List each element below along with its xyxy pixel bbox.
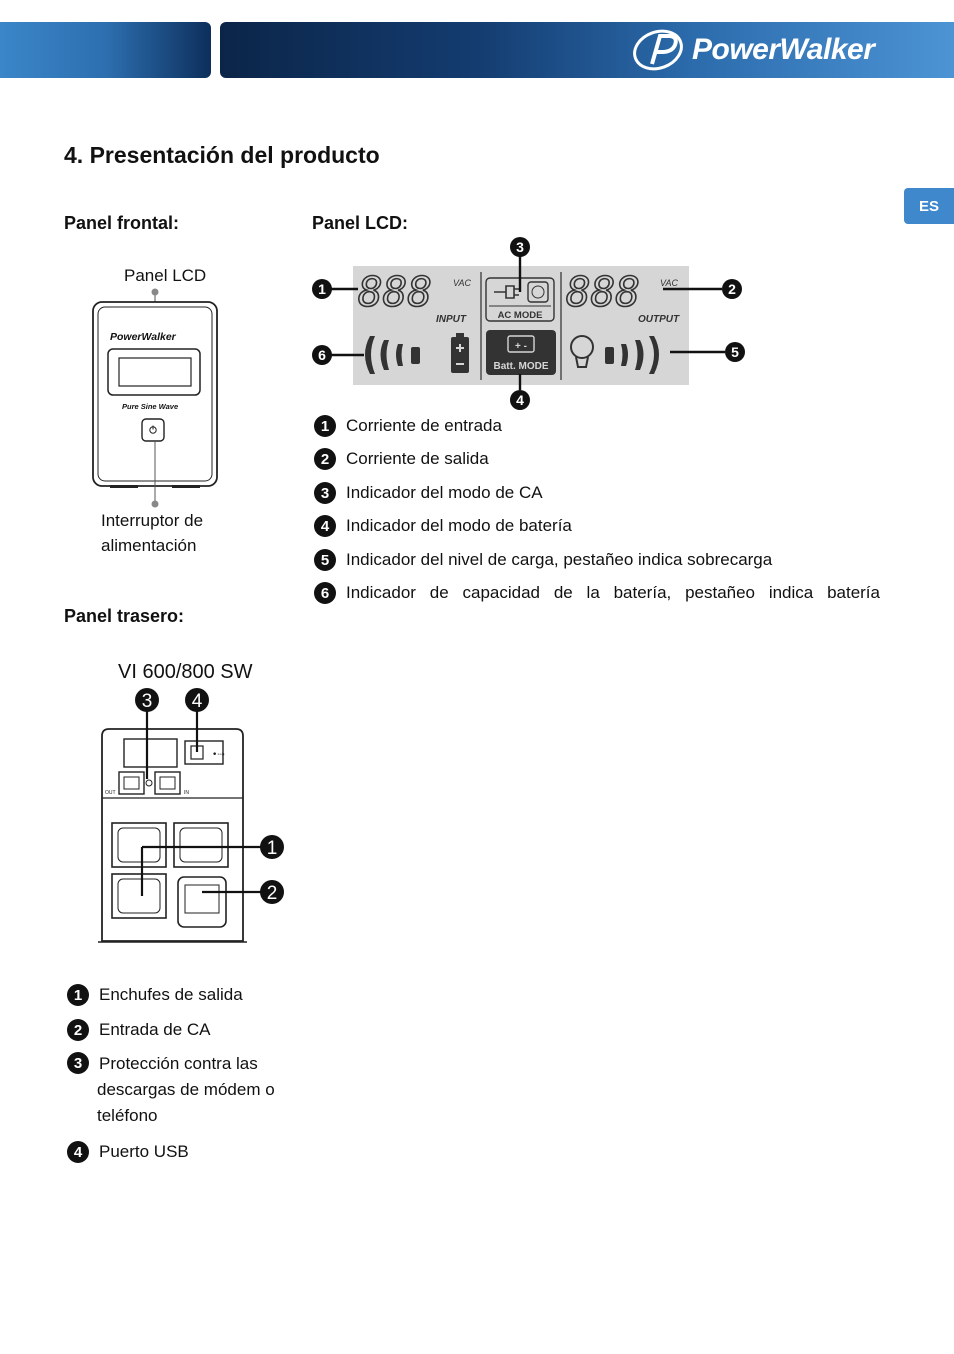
lcd-callout-4: 4: [510, 390, 530, 410]
rear-callout-3: 3: [135, 688, 159, 712]
rear-legend-1: 1 Enchufes de salida: [67, 984, 243, 1006]
lcd-legend-5: 5 Indicador del nivel de carga, pestañeo…: [314, 549, 772, 571]
legend-text: Indicador del nivel de carga, pestañeo i…: [346, 550, 773, 569]
svg-text:4: 4: [192, 691, 203, 712]
socket-icon: [527, 281, 549, 303]
rear-panel-heading: Panel trasero:: [64, 606, 185, 626]
svg-text:2: 2: [728, 281, 736, 297]
svg-text:•⇢: •⇢: [212, 750, 225, 760]
rear-callout-2: 2: [260, 880, 284, 904]
rear-callout-4: 4: [185, 688, 209, 712]
svg-text:1: 1: [267, 838, 278, 859]
lcd-legend-3: 3 Indicador del modo de CA: [314, 482, 543, 504]
input-label: INPUT: [436, 314, 467, 325]
svg-text:5: 5: [731, 344, 739, 360]
legend-text: Indicador del modo de CA: [346, 483, 543, 502]
legend-number: 6: [314, 582, 336, 604]
port-out-label: OUT: [105, 790, 116, 796]
lcd-legend-6: 6 Indicador de capacidad de la batería, …: [314, 582, 880, 604]
legend-text: Protección contra las descargas de módem…: [97, 1054, 275, 1125]
ac-mode-label: AC MODE: [498, 310, 543, 321]
rear-legend-4: 4 Puerto USB: [67, 1141, 189, 1163]
power-switch-label: Interruptor de alimentación: [101, 508, 203, 558]
svg-text:3: 3: [142, 691, 153, 712]
rear-callout-1: 1: [260, 835, 284, 859]
page-title: 4. Presentación del producto: [64, 142, 380, 168]
header-bar-left: [0, 22, 211, 78]
rear-legend-3: 3 Protección contra las descargas de mód…: [67, 1052, 275, 1129]
front-panel-figure: PowerWalker Pure Sine Wave: [92, 288, 218, 508]
load-level-bars: [605, 336, 659, 374]
language-tab[interactable]: ES: [904, 188, 954, 224]
svg-text:4: 4: [516, 392, 524, 408]
output-vac-unit: VAC: [660, 278, 679, 288]
legend-text: Puerto USB: [99, 1142, 189, 1161]
lcd-callout-6: 6: [312, 345, 332, 365]
legend-number: 5: [314, 549, 336, 571]
power-switch-label-line1: Interruptor de: [101, 511, 204, 530]
input-digits: 888: [358, 268, 432, 316]
lcd-legend-2: 2 Corriente de salida: [314, 448, 489, 470]
legend-number: 3: [314, 482, 336, 504]
svg-text:+ -: + -: [515, 341, 527, 352]
ac-input-socket: [177, 876, 227, 928]
device-brand-text: PowerWalker: [110, 331, 177, 343]
legend-number: 2: [67, 1019, 89, 1041]
lcd-callout-5: 5: [725, 342, 745, 362]
batt-mode-label: Batt. MODE: [494, 361, 549, 372]
brand-logo: PowerWalker: [630, 26, 875, 74]
power-switch-label-line2: alimentación: [101, 536, 197, 555]
output-label: OUTPUT: [638, 314, 680, 325]
legend-number: 3: [67, 1052, 89, 1074]
rj-port-out: [118, 771, 145, 795]
header-bar-right: [220, 22, 954, 78]
lcd-callout-3: 3: [510, 237, 530, 257]
lcd-callout-2: 2: [722, 279, 742, 299]
device-subtitle-text: Pure Sine Wave: [122, 402, 178, 411]
input-vac-unit: VAC: [453, 278, 472, 288]
legend-number: 2: [314, 448, 336, 470]
legend-number: 4: [67, 1141, 89, 1163]
output-sockets: [111, 822, 229, 919]
svg-text:1: 1: [318, 281, 326, 297]
lcd-panel-heading: Panel LCD:: [312, 213, 409, 233]
legend-text: Indicador del modo de batería: [346, 516, 572, 535]
legend-number: 4: [314, 515, 336, 537]
battery-capacity-bars: [365, 336, 420, 374]
legend-text: Corriente de entrada: [346, 416, 502, 435]
svg-text:6: 6: [318, 347, 326, 363]
legend-number: 1: [67, 984, 89, 1006]
output-digits: 888: [566, 268, 640, 316]
legend-number: 1: [314, 415, 336, 437]
port-in-label: IN: [184, 790, 189, 796]
lcd-legend-1: 1 Corriente de entrada: [314, 415, 502, 437]
svg-text:3: 3: [516, 239, 524, 255]
front-panel-heading: Panel frontal:: [64, 213, 180, 233]
battery-icon: [451, 333, 469, 373]
lcd-legend-4: 4 Indicador del modo de batería: [314, 515, 572, 537]
brand-name: PowerWalker: [692, 33, 875, 66]
legend-text: Corriente de salida: [346, 449, 489, 468]
legend-text: Enchufes de salida: [99, 985, 243, 1004]
rear-panel-figure: •⇢ OUT IN 3 4 1 2: [98, 688, 284, 943]
rear-legend-2: 2 Entrada de CA: [67, 1019, 211, 1041]
lcd-callout-1: 1: [312, 279, 332, 299]
powerwalker-logo-icon: [633, 29, 683, 71]
legend-text: Indicador de capacidad de la batería, pe…: [346, 583, 880, 602]
legend-text: Entrada de CA: [99, 1020, 211, 1039]
rj-port-in: [154, 771, 181, 795]
bulb-icon: [570, 335, 594, 368]
plug-icon: [494, 285, 519, 299]
lcd-panel-label: Panel LCD: [124, 266, 207, 285]
model-label: VI 600/800 SW: [118, 661, 253, 683]
batt-mode-battery-icon: [507, 335, 535, 353]
lcd-panel-figure: 888 VAC INPUT AC MODE 888 VAC OUTPUT + -…: [312, 237, 745, 410]
svg-text:2: 2: [267, 883, 278, 904]
